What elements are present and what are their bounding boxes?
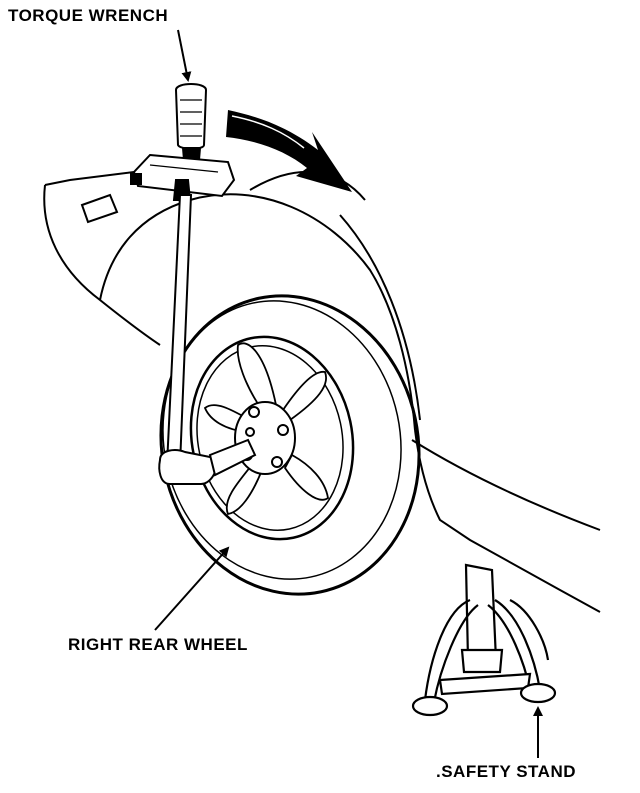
right-rear-wheel-label: RIGHT REAR WHEEL	[68, 635, 248, 654]
callout-arrows	[154, 29, 543, 758]
torque-wrench-leader-arrow	[177, 29, 192, 82]
wheel-leader-arrow	[154, 546, 230, 631]
tail-light	[80, 193, 119, 224]
rotation-arrow-icon	[226, 110, 352, 192]
wheel-hub	[234, 401, 296, 475]
safety-stand	[411, 563, 557, 717]
wheel-spokes	[203, 342, 329, 516]
safety-stand-label: .SAFETY STAND	[436, 762, 576, 781]
torque-wrench	[130, 83, 257, 485]
torque-wrench-label: TORQUE WRENCH	[8, 6, 169, 25]
